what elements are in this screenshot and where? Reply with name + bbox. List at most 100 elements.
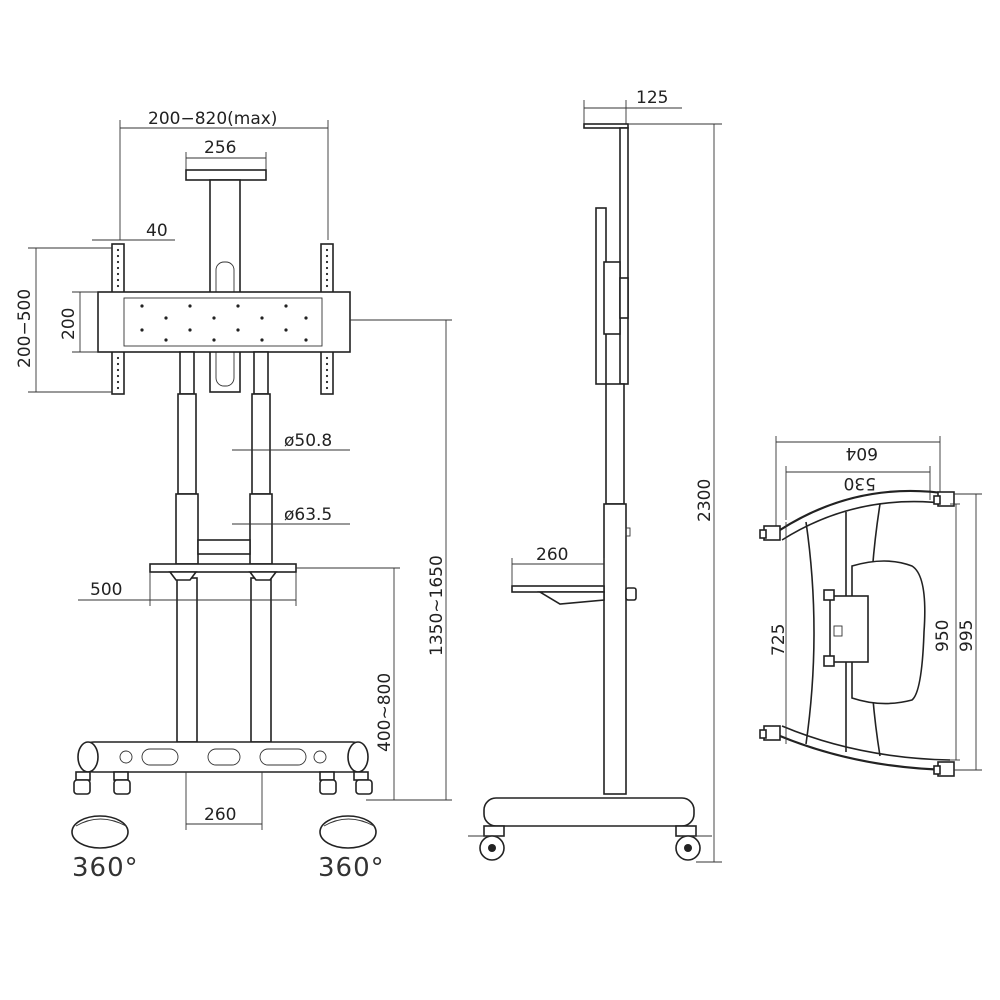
plate-hole: [188, 328, 192, 332]
dim-rail-width-label: 40: [146, 221, 168, 241]
dim-top-depth: 125: [583, 88, 682, 124]
plate-hole: [140, 328, 144, 332]
rail-hole: [116, 248, 120, 252]
dim-pole-upper: ø50.8: [232, 431, 350, 451]
dim-shelf-height: 400~800: [296, 567, 400, 801]
dim-width-range-label: 200−820(max): [148, 109, 277, 129]
dim-shelf-width: 500: [78, 572, 297, 606]
dim-530-label: 530: [844, 473, 876, 493]
dim-total-height-label: 2300: [695, 479, 715, 522]
side-caster-left: [468, 825, 505, 861]
caster-right-1: [319, 771, 337, 795]
rail-hole: [116, 260, 120, 264]
rail-hole: [116, 356, 120, 360]
rail-hole: [116, 362, 120, 366]
dim-pole-lower: ø63.5: [232, 505, 350, 525]
caster-left-2: [113, 771, 131, 795]
pole-right: [249, 351, 273, 743]
dim-total-height: 2300: [628, 123, 722, 863]
plate-hole: [284, 328, 288, 332]
dim-pole-upper-label: ø50.8: [284, 431, 332, 451]
base-view: 604 530 725: [759, 436, 982, 777]
mounting-plate: [97, 291, 351, 353]
side-pole-lower: [603, 503, 627, 795]
rail-hole: [325, 266, 329, 270]
rail-hole: [325, 362, 329, 366]
rail-hole: [116, 278, 120, 282]
dim-width-range: 200−820(max): [119, 109, 329, 240]
plate-hole: [260, 338, 264, 342]
dim-604-label: 604: [846, 443, 878, 463]
base-caster-tl: [759, 525, 781, 541]
dim-top-bracket: 256: [185, 138, 267, 172]
plate-hole: [236, 328, 240, 332]
base-end-left: [77, 741, 99, 773]
mounting-plate-inner: [123, 297, 323, 347]
base-frame-top-outer: [779, 489, 951, 531]
dim-995: 995: [954, 493, 982, 771]
rail-hole: [325, 260, 329, 264]
plate-hole: [212, 316, 216, 320]
rail-hole: [325, 374, 329, 378]
dim-height-fixed-label: 200: [59, 308, 79, 340]
dim-top-depth-label: 125: [636, 88, 668, 108]
plate-hole: [284, 304, 288, 308]
plate-hole: [140, 304, 144, 308]
rail-hole: [325, 386, 329, 390]
side-pole-upper: [605, 383, 625, 505]
dim-604: 604: [775, 436, 941, 528]
base-caster-bl: [759, 725, 781, 741]
dim-base-spacing: 260: [185, 772, 263, 830]
base-end-right: [347, 741, 369, 773]
side-view: 125 260: [468, 88, 722, 863]
cross-bar: [197, 539, 251, 555]
plate-hole: [164, 338, 168, 342]
plate-hole: [304, 338, 308, 342]
base-frame-left: [805, 521, 815, 745]
rail-hole: [325, 248, 329, 252]
rotation-symbol-left: 360°: [71, 815, 139, 883]
dim-pole-lower-label: ø63.5: [284, 505, 332, 525]
plate-hole: [188, 304, 192, 308]
rail-hole: [325, 284, 329, 288]
rail-hole: [116, 272, 120, 276]
rail-hole: [116, 254, 120, 258]
base-caster-tr: [933, 491, 955, 507]
dim-height-fixed: 200: [59, 291, 98, 353]
dim-rail-width: 40: [92, 221, 175, 241]
caster-left-1: [73, 771, 91, 795]
base-caster-br: [933, 761, 955, 777]
plate-hole: [260, 316, 264, 320]
plate-hole: [164, 316, 168, 320]
rail-hole: [116, 266, 120, 270]
rotation-right-label: 360°: [318, 853, 385, 883]
rotation-left-label: 360°: [72, 853, 139, 883]
plate-holes: [140, 304, 308, 342]
base-frame-bottom-outer: [779, 734, 951, 772]
rotation-symbol-right: 360°: [318, 815, 385, 883]
dim-995-label: 995: [957, 620, 977, 652]
dim-base-spacing-label: 260: [204, 805, 236, 825]
dim-height-range-label: 200−500: [15, 289, 35, 368]
rail-hole: [116, 284, 120, 288]
side-caster-right: [675, 825, 712, 861]
side-top-bracket: [583, 123, 629, 129]
plate-hole: [236, 304, 240, 308]
plate-hole: [212, 338, 216, 342]
shelf-clamp-left: [168, 571, 198, 581]
rail-hole: [325, 368, 329, 372]
rail-hole: [116, 386, 120, 390]
side-upper-column: [619, 127, 629, 385]
rail-hole: [325, 278, 329, 282]
side-shelf-bracket: [537, 591, 605, 605]
rail-hole: [325, 380, 329, 384]
shelf: [149, 563, 297, 573]
dim-950: 950: [933, 503, 960, 761]
caster-right-2: [353, 771, 373, 795]
base-clamp: [829, 595, 869, 663]
pole-left: [175, 351, 199, 743]
front-view: 200−820(max) 256 40: [15, 109, 452, 883]
dim-top-bracket-label: 256: [204, 138, 236, 158]
upper-column: [209, 179, 241, 393]
